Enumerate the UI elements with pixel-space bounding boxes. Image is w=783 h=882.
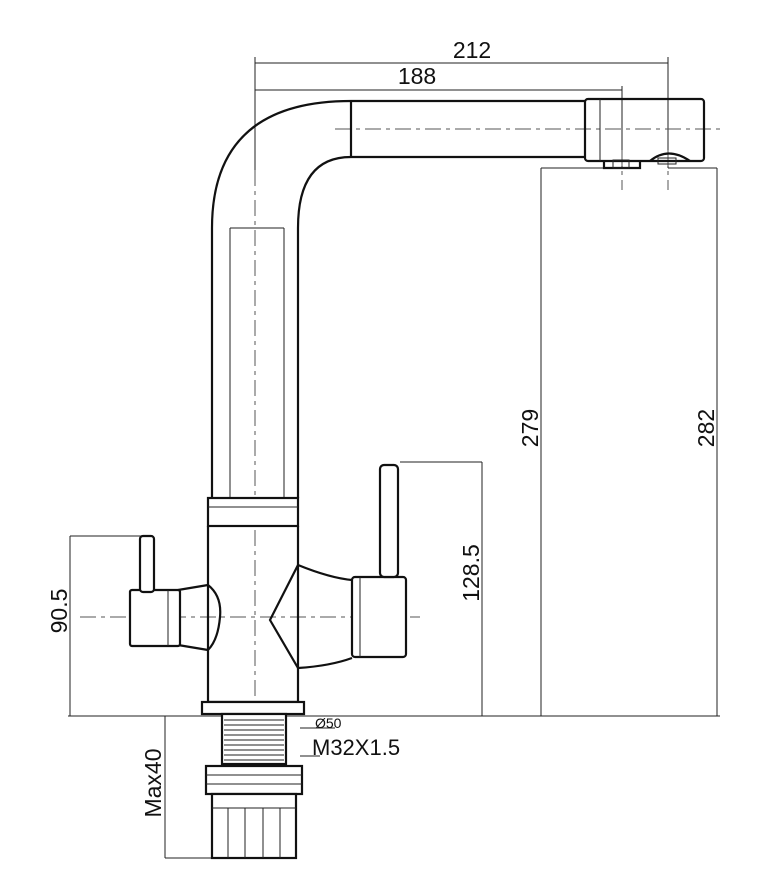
dim-90-5-label: 90.5 [46,589,72,634]
thread-hatch [224,719,284,761]
faucet-body [177,496,353,716]
thread-spec-label: M32X1.5 [312,735,400,760]
dim-128-5-label: 128.5 [458,544,484,602]
dimension-lines [68,57,720,859]
dim-212-label: 212 [453,37,491,63]
dim-188-label: 188 [398,63,436,89]
spout [210,97,706,498]
side-lever [128,534,182,648]
dimension-labels: 212 188 279 282 128.5 90.5 Ø50 M32X1.5 M… [46,37,719,818]
main-lever [350,463,408,659]
dim-279-label: 279 [517,409,543,447]
base-diameter-label: Ø50 [315,715,342,731]
dim-282-label: 282 [693,409,719,447]
max-deck-thickness-label: Max40 [140,748,166,817]
threaded-shank [204,712,304,860]
